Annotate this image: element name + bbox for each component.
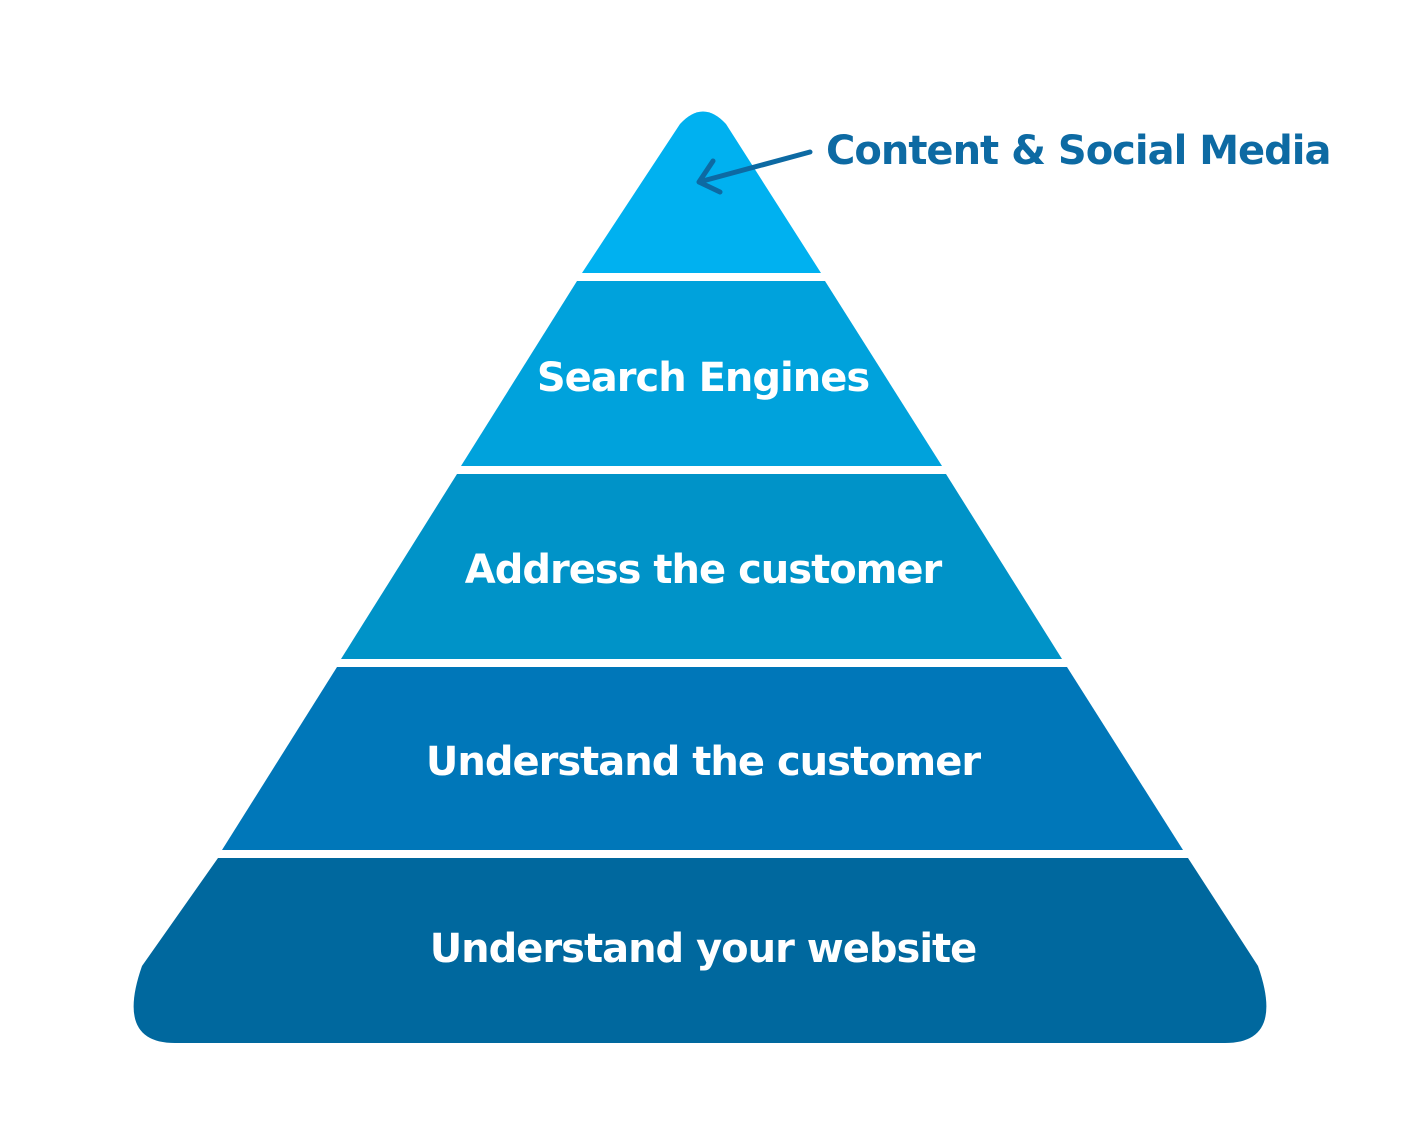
pyramid-labels: Search Engines Address the customer Unde…	[426, 355, 982, 972]
pyramid-tier-understand-customer	[222, 667, 1183, 850]
tier-label-address-customer: Address the customer	[465, 547, 943, 593]
callout-label: Content & Social Media	[826, 128, 1331, 174]
tier-label-understand-customer: Understand the customer	[426, 739, 981, 785]
pyramid-tier-understand-website	[133, 858, 1267, 1043]
pyramid-tier-search-engines	[461, 281, 942, 466]
pyramid-tier-top	[582, 111, 821, 273]
pyramid-tiers	[133, 111, 1267, 1043]
callout-arrow-icon	[696, 149, 813, 195]
tier-label-understand-website: Understand your website	[430, 926, 977, 972]
tier-label-search-engines: Search Engines	[537, 355, 869, 401]
pyramid-tier-address-customer	[341, 474, 1062, 659]
callout: Content & Social Media	[696, 128, 1332, 195]
